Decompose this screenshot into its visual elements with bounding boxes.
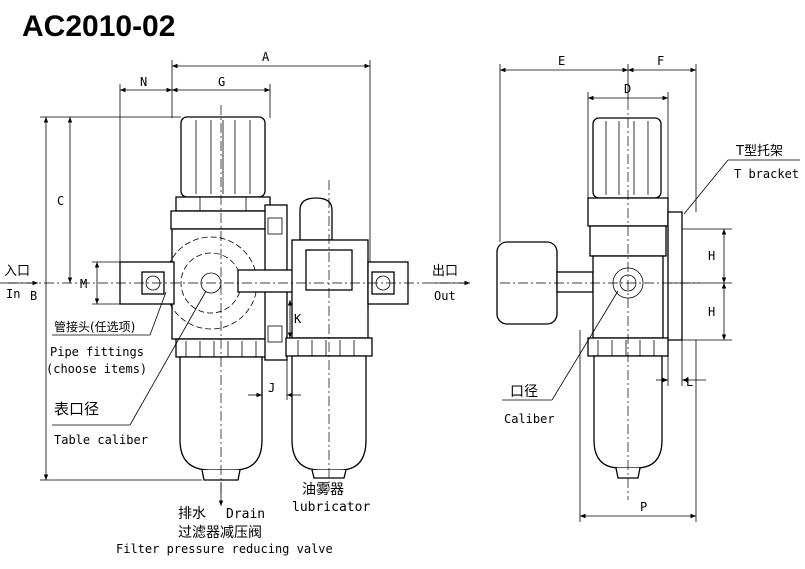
dim-e: E <box>558 54 565 68</box>
outlet-label-en: Out <box>434 289 456 303</box>
frv-label-en: Filter pressure reducing valve <box>116 542 333 556</box>
side-view: E F D H H L P T型托架 T bracket <box>496 54 800 522</box>
dim-c: C <box>57 194 64 208</box>
dim-f: F <box>657 54 664 68</box>
dim-a: A <box>262 50 270 64</box>
caliber-label-en: Caliber <box>504 412 555 426</box>
dim-h-upper: H <box>708 249 715 263</box>
dim-d: D <box>624 82 631 96</box>
inlet-label-cn: 入口 <box>4 264 30 279</box>
dim-p: P <box>640 500 647 514</box>
model-title: AC2010-02 <box>22 10 175 43</box>
pipe-fittings-label-cn: 管接头(任选项) <box>54 319 135 334</box>
bracket-label-cn: T型托架 <box>735 144 783 159</box>
lubricator-label-cn: 油雾器 <box>302 482 344 498</box>
bracket-label-en: T bracket <box>734 167 799 181</box>
drain-label-cn: 排水 <box>178 506 206 522</box>
dim-n: N <box>140 75 147 89</box>
gauge-label-en: Table caliber <box>54 433 148 447</box>
dim-j: J <box>268 381 275 395</box>
lubricator-label-en: lubricator <box>292 500 370 515</box>
regulator-knob <box>170 116 276 230</box>
caliber-label-cn: 口径 <box>510 384 538 400</box>
outlet-label-cn: 出口 <box>432 264 458 279</box>
gauge-label-cn: 表口径 <box>54 400 99 418</box>
pipe-fittings-label-en2: (choose items) <box>46 362 147 376</box>
dim-k: K <box>294 312 302 326</box>
dim-b: B <box>30 289 37 303</box>
pipe-fittings-label-en: Pipe fittings <box>50 345 144 359</box>
inlet-label-en: In <box>6 287 20 301</box>
dim-g: G <box>218 75 225 89</box>
front-view: A G N B C M K J 入口 In 出口 <box>0 50 470 556</box>
lubricator-body <box>285 180 373 490</box>
dim-l: L <box>686 375 693 389</box>
dim-m: M <box>80 277 87 291</box>
drain-label-en: Drain <box>226 507 265 522</box>
frv-label-cn: 过滤器减压阀 <box>178 525 262 541</box>
dim-h-lower: H <box>708 305 715 319</box>
